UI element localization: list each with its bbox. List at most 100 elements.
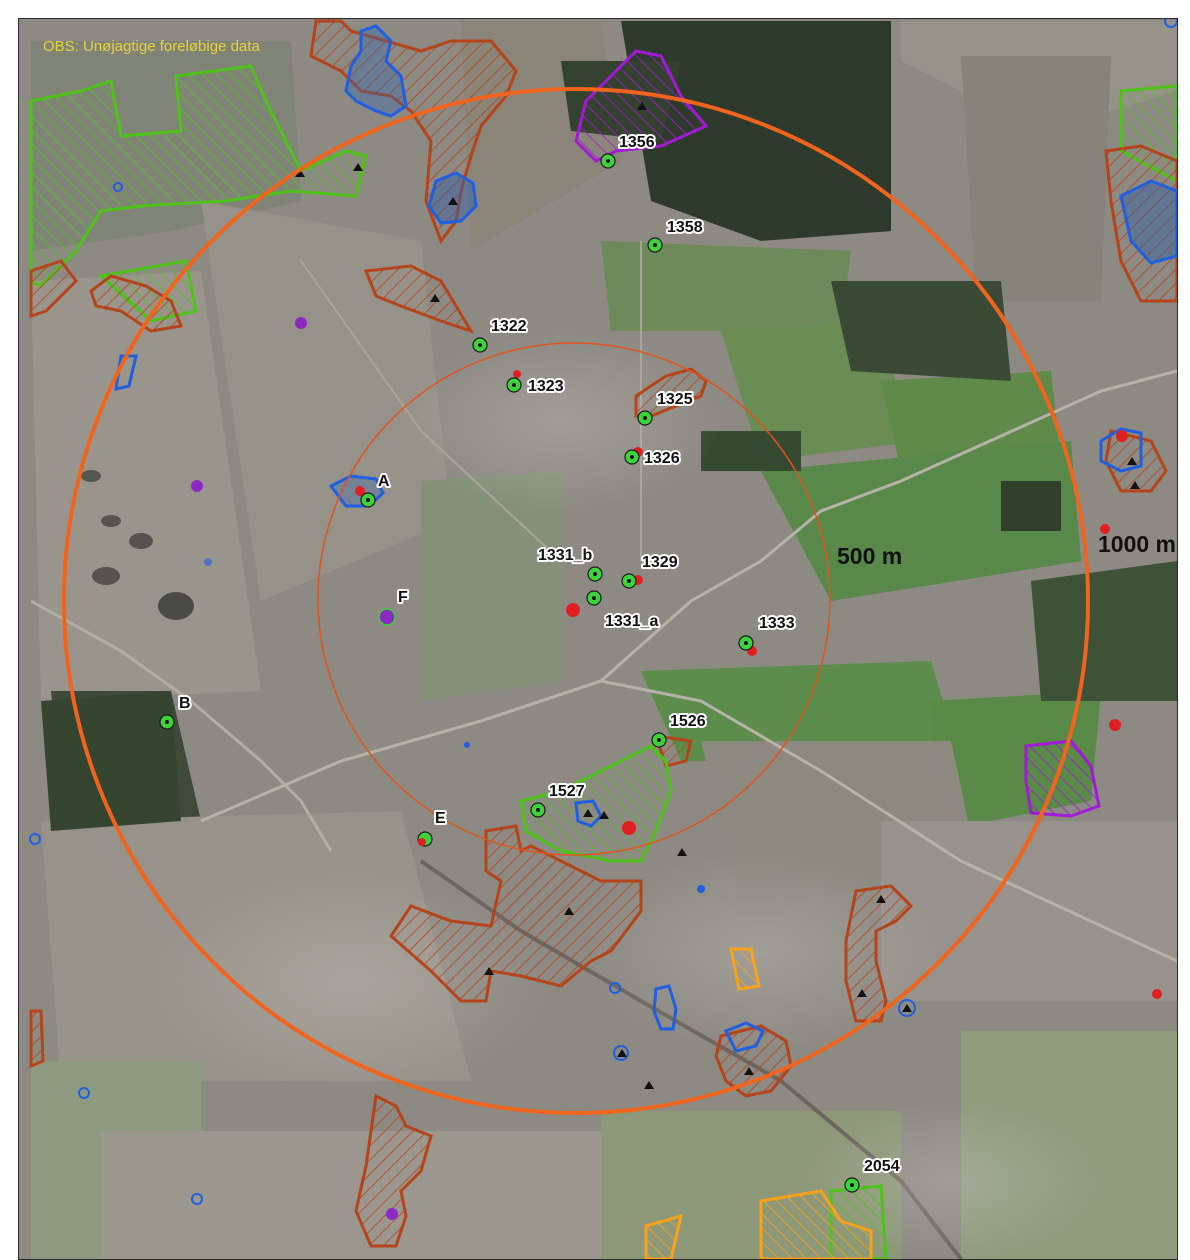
blue-area [113,182,123,192]
purple-point [295,317,307,329]
blue-area [574,799,603,828]
triangle-marker [637,102,647,110]
site-1322[interactable] [472,337,488,353]
site-label-1527: 1527 [549,783,585,800]
triangle-marker [1130,481,1140,489]
blue-area [652,984,678,1031]
site-2054[interactable] [844,1177,860,1193]
triangle-marker [1127,457,1137,465]
orange-area [644,1213,684,1259]
site-1527[interactable] [530,802,546,818]
triangle-markers [295,102,1140,1089]
aerial-background [19,19,1177,1259]
triangle-marker [583,809,593,817]
brown-area [29,259,78,319]
site-label-1329: 1329 [642,554,678,571]
site-label-1526: 1526 [670,713,706,730]
blue-area [723,1021,765,1053]
site-label-1326: 1326 [644,450,680,467]
brown-area [1104,429,1168,493]
brown-area [354,1093,433,1248]
red-point [1100,524,1110,534]
triangle-marker [876,895,886,903]
site-1356[interactable] [600,153,616,169]
site-label-1325: 1325 [657,391,693,408]
site-B[interactable] [159,714,175,730]
triangle-marker [564,907,574,915]
ring-500m [317,342,831,856]
triangle-marker [857,989,867,997]
site-label-A: A [378,473,390,490]
site-label-1358: 1358 [667,219,703,236]
red-point [1152,989,1162,999]
brown-area [389,824,643,1003]
brown-area [363,264,475,334]
blue-area [613,1045,629,1061]
red-point [622,821,636,835]
triangle-marker [295,169,305,177]
red-point [1116,430,1128,442]
blue-area [29,833,41,845]
blue-area [204,558,212,566]
triangle-marker [448,197,458,205]
site-label-F: F [398,589,408,606]
site-1325[interactable] [637,410,653,426]
site-label-1331_b: 1331_b [538,547,592,564]
site-1326[interactable] [624,447,643,465]
orange-area [729,947,761,991]
triangle-marker [902,1004,912,1012]
site-label-E: E [435,810,446,827]
triangle-marker [677,848,687,856]
triangle-marker [353,163,363,171]
distance-rings [62,87,1090,1115]
site-label-1356: 1356 [619,134,655,151]
blue-area [1119,179,1177,265]
observation-points [191,317,1162,1220]
ring-500m-label: 500 m [837,543,902,569]
purple-point [191,480,203,492]
sample-sites [159,153,860,1193]
blue-area [1164,19,1177,28]
blue-area [344,24,408,118]
blue-area [78,1087,90,1099]
site-1333[interactable] [738,635,757,656]
site-1331_b[interactable] [587,566,603,582]
map-view[interactable]: OBS: Unøjagtige foreløbige data 500 m 10… [18,18,1178,1260]
ring-1000m [62,87,1090,1115]
purple-point [386,1208,398,1220]
brown-area [714,1024,793,1098]
site-1329[interactable] [621,573,643,589]
brown-area [844,884,914,1023]
red-point [566,603,580,617]
purple-area [1024,739,1101,818]
site-A[interactable] [355,486,376,508]
triangle-marker [599,811,609,819]
site-label-1331_a: 1331_a [605,613,658,630]
triangle-marker [484,967,494,975]
triangle-marker [430,294,440,302]
site-label-B: B [179,695,191,712]
blue-area [191,1193,203,1205]
red-point [1109,719,1121,731]
green-area [29,64,368,288]
site-label-1322: 1322 [491,318,527,335]
blue-area [609,982,621,994]
site-E[interactable] [417,831,433,847]
ring-1000m-label: 1000 m [1098,531,1176,557]
site-1331_a[interactable] [586,590,602,606]
site-label-1323: 1323 [528,378,564,395]
triangle-marker [617,1049,627,1057]
blue-area [1099,427,1143,473]
triangle-marker [744,1067,754,1075]
brown-area [309,19,518,245]
blue-area [464,742,470,748]
site-1358[interactable] [647,237,663,253]
habitat-areas [29,19,1177,1259]
brown-area [29,1009,45,1069]
triangle-marker [644,1081,654,1089]
site-1526[interactable] [651,732,667,748]
site-1323[interactable] [506,370,522,393]
brown-area [89,274,184,333]
map-labels: OBS: Unøjagtige foreløbige data 500 m 10… [43,38,1176,1177]
site-F[interactable] [378,608,396,626]
